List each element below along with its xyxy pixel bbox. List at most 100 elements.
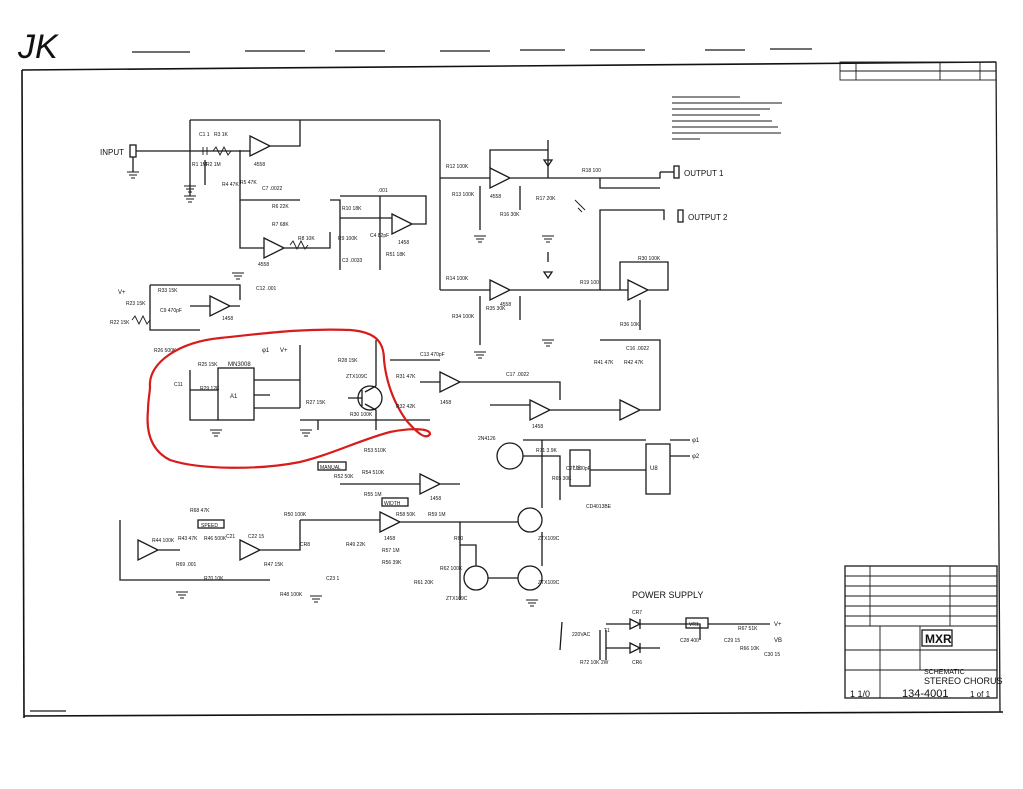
- svg-text:1458: 1458: [532, 424, 543, 430]
- svg-text:R55 1M: R55 1M: [364, 492, 382, 498]
- svg-text:4558: 4558: [258, 262, 269, 268]
- power-supply-section: POWER SUPPLY 220VAC T1 CR7 CR6 C28 400 V…: [559, 590, 782, 666]
- svg-text:R69 .001: R69 .001: [176, 562, 197, 568]
- svg-text:R31 47K: R31 47K: [396, 374, 416, 380]
- svg-text:R48 100K: R48 100K: [280, 592, 303, 598]
- svg-text:R30 100K: R30 100K: [638, 256, 661, 262]
- notes-block: [672, 96, 782, 140]
- svg-text:R42 47K: R42 47K: [624, 360, 644, 366]
- svg-text:STEREO CHORUS: STEREO CHORUS: [924, 676, 1003, 686]
- svg-text:1458: 1458: [398, 240, 409, 246]
- input-connector: INPUT: [100, 144, 190, 179]
- svg-text:R3 1K: R3 1K: [214, 132, 229, 138]
- svg-text:R52 50K: R52 50K: [334, 474, 354, 480]
- svg-text:C3 .0033: C3 .0033: [342, 258, 363, 264]
- svg-text:.001: .001: [378, 188, 388, 194]
- svg-text:R17 20K: R17 20K: [536, 196, 556, 202]
- lowpass-filter-stage: 4558 R7 68K R8 10K C3 .0033 R9 100K R10 …: [239, 188, 427, 270]
- svg-text:R14 100K: R14 100K: [446, 276, 469, 282]
- svg-text:C7 .0022: C7 .0022: [262, 186, 283, 192]
- svg-text:V+: V+: [118, 290, 126, 296]
- svg-text:R33 15K: R33 15K: [158, 288, 178, 294]
- svg-text:R49 22K: R49 22K: [346, 542, 366, 548]
- svg-text:R70 10K: R70 10K: [204, 576, 224, 582]
- u4-invert-stage: R30 100K R36 10K C16 .0022: [600, 256, 669, 352]
- svg-text:R4 47K: R4 47K: [222, 182, 239, 188]
- svg-text:C12 .001: C12 .001: [256, 286, 277, 292]
- svg-text:φ2: φ2: [692, 454, 700, 460]
- input-buffer-stage: C1 1 R3 1K R1 1M R2 1M 4558 R4 47K R5 47…: [184, 119, 441, 290]
- svg-text:1 of 1: 1 of 1: [970, 690, 991, 699]
- svg-text:C28 400: C28 400: [680, 638, 699, 644]
- svg-text:CR6: CR6: [632, 660, 642, 666]
- svg-text:R57 1M: R57 1M: [382, 548, 400, 554]
- svg-text:R65 30K: R65 30K: [552, 476, 572, 482]
- svg-text:R67 51K: R67 51K: [738, 626, 758, 632]
- svg-text:1458: 1458: [384, 536, 395, 542]
- svg-text:R8 10K: R8 10K: [298, 236, 315, 242]
- svg-text:R44 100K: R44 100K: [152, 538, 175, 544]
- svg-text:R53 510K: R53 510K: [364, 448, 387, 454]
- svg-text:R23 15K: R23 15K: [126, 301, 146, 307]
- sweep-transistors: ZTX109C ZTX109C ZTX109C R60 R62 100K R61…: [414, 440, 560, 602]
- svg-text:VB: VB: [774, 638, 782, 644]
- svg-text:R19 100: R19 100: [580, 280, 599, 286]
- svg-text:134-4001: 134-4001: [902, 688, 949, 700]
- svg-text:T1: T1: [604, 628, 610, 634]
- svg-text:CR7: CR7: [632, 610, 642, 616]
- svg-text:R34 100K: R34 100K: [452, 314, 475, 320]
- bbd-delay-section: MN3008 A1 R25 15K R26 500K R29 12K C11 φ…: [146, 328, 432, 469]
- svg-text:R27 15K: R27 15K: [306, 400, 326, 406]
- svg-text:R56 39K: R56 39K: [382, 560, 402, 566]
- svg-text:ZTX109C: ZTX109C: [538, 536, 560, 542]
- svg-text:φ1: φ1: [262, 348, 270, 354]
- svg-text:220VAC: 220VAC: [572, 632, 591, 638]
- svg-text:1458: 1458: [222, 316, 233, 322]
- svg-text:U8: U8: [650, 466, 658, 472]
- output-mixer-stage: R12 100K R13 100K 4558 R16 30K R17 20K R…: [440, 140, 661, 345]
- title-block: MXR SCHEMATIC STEREO CHORUS 134-4001 1 1…: [844, 565, 1003, 700]
- svg-text:C9 470pF: C9 470pF: [160, 308, 182, 314]
- svg-text:V+: V+: [774, 622, 782, 628]
- svg-text:R26 500K: R26 500K: [154, 348, 177, 354]
- svg-text:R13 100K: R13 100K: [452, 192, 475, 198]
- svg-text:SPEED: SPEED: [201, 523, 218, 529]
- svg-text:ZTX109C: ZTX109C: [538, 580, 560, 586]
- svg-text:R60: R60: [454, 536, 463, 542]
- svg-text:R9 100K: R9 100K: [338, 236, 358, 242]
- svg-text:R29 12K: R29 12K: [200, 386, 220, 392]
- svg-text:R25 15K: R25 15K: [198, 362, 218, 368]
- ground-symbols: [176, 185, 554, 607]
- svg-text:INPUT: INPUT: [100, 148, 124, 157]
- svg-text:POWER SUPPLY: POWER SUPPLY: [632, 590, 703, 600]
- svg-text:R32 42K: R32 42K: [396, 404, 416, 410]
- svg-text:C16 .0022: C16 .0022: [626, 346, 649, 352]
- svg-text:R50 100K: R50 100K: [284, 512, 307, 518]
- output-1-connector: OUTPUT 1: [660, 165, 724, 179]
- svg-text:CD4013BE: CD4013BE: [586, 504, 612, 510]
- svg-text:R30 100K: R30 100K: [350, 412, 373, 418]
- svg-text:C22 15: C22 15: [248, 534, 264, 540]
- svg-text:1458: 1458: [440, 400, 451, 406]
- top-scan-dashes: [132, 48, 812, 53]
- svg-text:R51 18K: R51 18K: [386, 252, 406, 258]
- svg-text:ZTX109C: ZTX109C: [446, 596, 468, 602]
- svg-text:C13 470pF: C13 470pF: [420, 352, 445, 358]
- output-2-connector: OUTPUT 2: [640, 209, 728, 223]
- svg-text:R12 100K: R12 100K: [446, 164, 469, 170]
- handwritten-initials: JK: [17, 28, 59, 66]
- svg-text:R18 100: R18 100: [582, 168, 601, 174]
- svg-text:C11: C11: [174, 382, 183, 388]
- svg-text:R22 15K: R22 15K: [110, 320, 130, 326]
- delay-input-stage: R33 15K C9 470pF C12 .001 1458 R22 15K R…: [110, 284, 277, 331]
- svg-text:C30 15: C30 15: [764, 652, 780, 658]
- svg-text:C21: C21: [226, 534, 235, 540]
- svg-text:R7 68K: R7 68K: [272, 222, 289, 228]
- svg-text:C27 100pF: C27 100pF: [566, 466, 591, 472]
- svg-text:φ1: φ1: [692, 438, 700, 444]
- svg-text:ZTX109C: ZTX109C: [346, 374, 368, 380]
- svg-text:1458: 1458: [430, 496, 441, 502]
- svg-text:R28 15K: R28 15K: [338, 358, 358, 364]
- svg-text:R2 1M: R2 1M: [206, 162, 221, 168]
